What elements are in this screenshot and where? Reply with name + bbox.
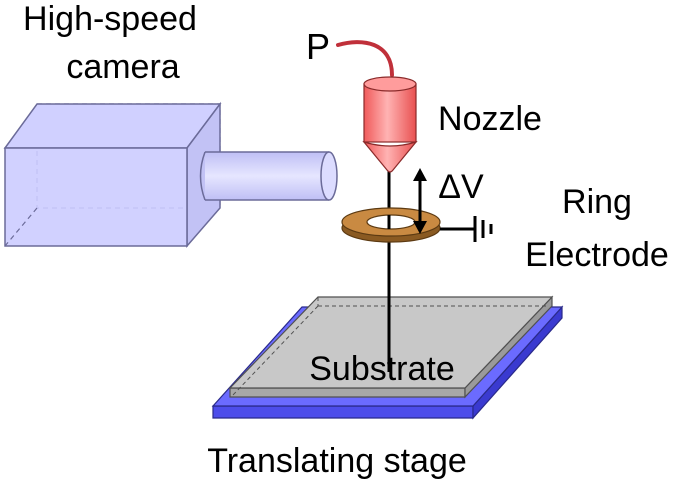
substrate-label: Substrate — [309, 350, 455, 388]
double-arrow-icon — [413, 168, 427, 234]
ring-electrode — [341, 207, 441, 243]
substrate — [228, 295, 554, 399]
pressure-label: P — [306, 26, 330, 67]
nozzle-body — [363, 83, 417, 143]
camera-label-line2: camera — [66, 48, 179, 86]
camera-top-face — [3, 103, 222, 149]
stage-front-face — [212, 405, 474, 419]
camera-lens — [199, 151, 338, 201]
camera-front-face — [4, 147, 188, 247]
nozzle-top — [363, 76, 417, 92]
nozzle-label: Nozzle — [438, 100, 542, 138]
nozzle-tip — [362, 140, 418, 173]
camera-label-line1: High-speed — [23, 0, 197, 38]
electrode-label-line1: Ring — [562, 183, 632, 221]
stage-label: Translating stage — [207, 442, 467, 480]
ground-symbol-icon — [440, 216, 493, 242]
electrode-label-line2: Electrode — [525, 236, 669, 274]
substrate-top-face — [228, 296, 554, 389]
substrate-front-face — [229, 387, 466, 398]
pressure-line — [336, 40, 394, 77]
ring-hole — [366, 214, 416, 230]
voltage-label: ΔV — [438, 168, 484, 206]
nozzle — [362, 76, 418, 173]
high-speed-camera — [3, 101, 338, 249]
